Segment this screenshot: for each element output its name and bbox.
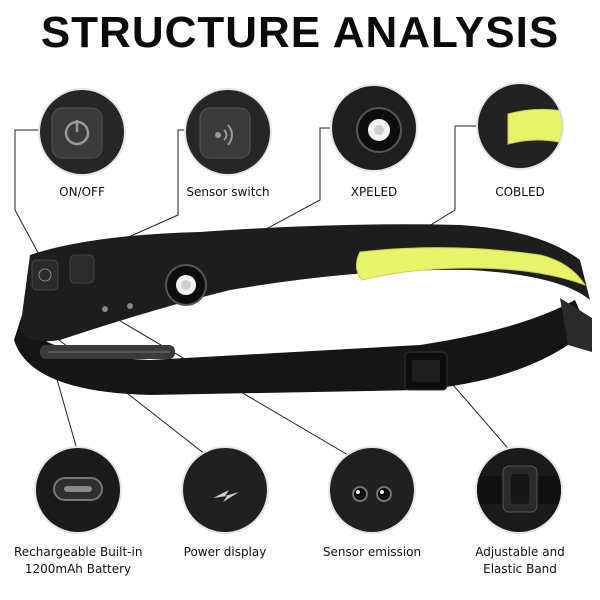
headlamp-housing (20, 224, 590, 342)
label-band-line2: Elastic Band (483, 562, 557, 576)
cob-strip-icon (507, 108, 562, 145)
label-cobled: COBLED (495, 185, 545, 199)
label-battery-line2: 1200mAh Battery (24, 562, 132, 576)
side-pad (560, 298, 592, 352)
power-display-circle (183, 448, 267, 532)
band-circle (477, 448, 561, 532)
led-bulb-icon (356, 107, 402, 153)
sensor-wave-icon (199, 107, 251, 159)
page-title: STRUCTURE ANALYSIS (40, 8, 560, 57)
sensor-emission-circle (330, 448, 414, 532)
lightning-icon (213, 490, 239, 502)
label-on-off: ON/OFF (59, 185, 105, 199)
label-power-display: Power display (183, 545, 267, 559)
power-icon (51, 107, 103, 159)
usb-c-port-icon (53, 477, 103, 501)
cobled-circle (478, 84, 562, 168)
label-sensor-emission: Sensor emission (322, 545, 422, 559)
power-button (31, 259, 59, 291)
label-band-line1: Adjustable and (475, 545, 565, 559)
sensor-button (69, 254, 95, 284)
xpeled-circle (332, 86, 416, 170)
label-xpeled: XPELED (350, 185, 398, 199)
label-battery: Rechargeable Built-in 1200mAh Battery (14, 544, 142, 578)
battery-circle (36, 448, 120, 532)
band-buckle (404, 351, 448, 391)
on-off-circle (40, 90, 124, 174)
sensor-dots-icon (352, 486, 392, 502)
cob-strip (356, 247, 587, 287)
sensor-switch-circle (186, 90, 270, 174)
label-battery-line1: Rechargeable Built-in (14, 545, 143, 559)
buckle-icon (477, 465, 561, 513)
label-sensor-switch: Sensor switch (186, 185, 270, 199)
label-band: Adjustable and Elastic Band (458, 544, 582, 578)
